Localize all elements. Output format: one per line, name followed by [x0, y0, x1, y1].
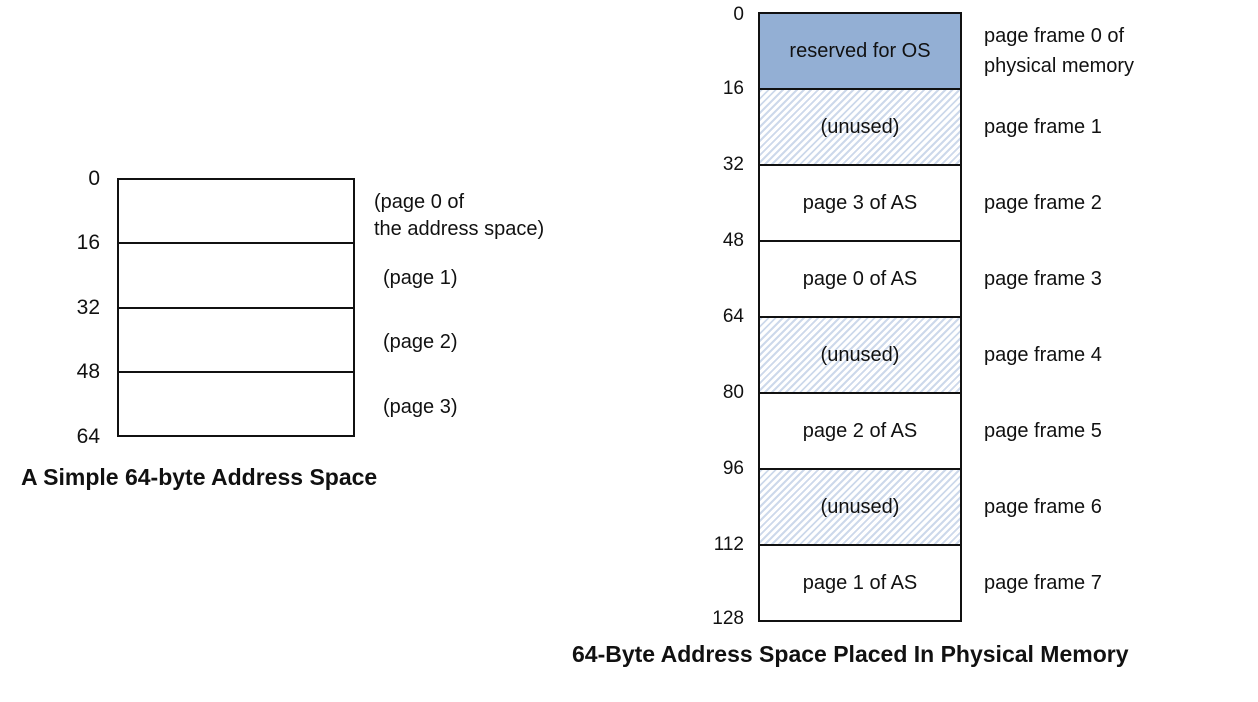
address-space-page-1 [119, 242, 353, 307]
frame-1-content: (unused) [820, 115, 900, 138]
page-frame-row-1: (unused) [760, 88, 960, 164]
right-tick-48: 48 [722, 230, 744, 251]
page-frame-row-2: page 3 of AS [760, 164, 960, 240]
page-frame-row-4: (unused) [760, 316, 960, 392]
frame-0-label-line-1: page frame 0 of [984, 25, 1125, 47]
page-3-label: (page 3) [383, 396, 458, 418]
right-tick-80: 80 [722, 382, 744, 403]
page-0-label-line-1: (page 0 of [374, 191, 465, 213]
page-2-label: (page 2) [383, 331, 458, 353]
frame-0-content: reserved for OS [789, 39, 931, 62]
left-tick-0: 0 [88, 167, 100, 190]
page-0-label: (page 0 of the address space) [374, 189, 544, 243]
right-tick-32: 32 [722, 154, 744, 175]
frame-1-label: page frame 1 [984, 116, 1102, 138]
frame-5-label: page frame 5 [984, 420, 1102, 442]
page-0-label-line-2: the address space) [374, 218, 545, 240]
page-frame-row-3: page 0 of AS [760, 240, 960, 316]
page-frame-row-5: page 2 of AS [760, 392, 960, 468]
address-space-page-2 [119, 306, 353, 371]
left-tick-48: 48 [76, 360, 100, 383]
physical-memory-box: reserved for OS (unused) page 3 of AS pa… [758, 12, 962, 622]
frame-0-label-line-2: physical memory [984, 55, 1135, 77]
address-space-box [117, 178, 355, 437]
right-tick-128: 128 [712, 608, 744, 629]
frame-4-label: page frame 4 [984, 344, 1102, 366]
frame-4-content: (unused) [820, 343, 900, 366]
page-frame-row-0: reserved for OS [760, 14, 960, 88]
frame-2-content: page 3 of AS [802, 191, 918, 214]
left-caption: A Simple 64-byte Address Space [21, 464, 378, 490]
right-tick-0: 0 [733, 4, 744, 25]
frame-3-content: page 0 of AS [802, 267, 918, 290]
frame-2-label: page frame 2 [984, 192, 1102, 214]
page-frame-row-7: page 1 of AS [760, 544, 960, 620]
frame-7-label: page frame 7 [984, 572, 1102, 594]
frame-3-label: page frame 3 [984, 268, 1102, 290]
left-tick-64: 64 [76, 425, 100, 448]
frame-7-content: page 1 of AS [802, 571, 918, 594]
right-caption: 64-Byte Address Space Placed In Physical… [572, 641, 1129, 667]
right-tick-16: 16 [722, 78, 744, 99]
address-space-page-3 [119, 370, 353, 435]
frame-5-content: page 2 of AS [802, 419, 918, 442]
address-space-page-0 [119, 180, 353, 243]
left-tick-32: 32 [76, 296, 100, 319]
right-tick-64: 64 [722, 306, 744, 327]
page-frame-row-6: (unused) [760, 468, 960, 544]
page-1-label: (page 1) [383, 267, 458, 289]
right-tick-96: 96 [722, 458, 744, 479]
frame-0-label: page frame 0 of physical memory [984, 21, 1134, 81]
frame-6-content: (unused) [820, 495, 900, 518]
right-tick-112: 112 [713, 534, 744, 555]
frame-6-label: page frame 6 [984, 496, 1102, 518]
left-tick-16: 16 [76, 231, 100, 254]
